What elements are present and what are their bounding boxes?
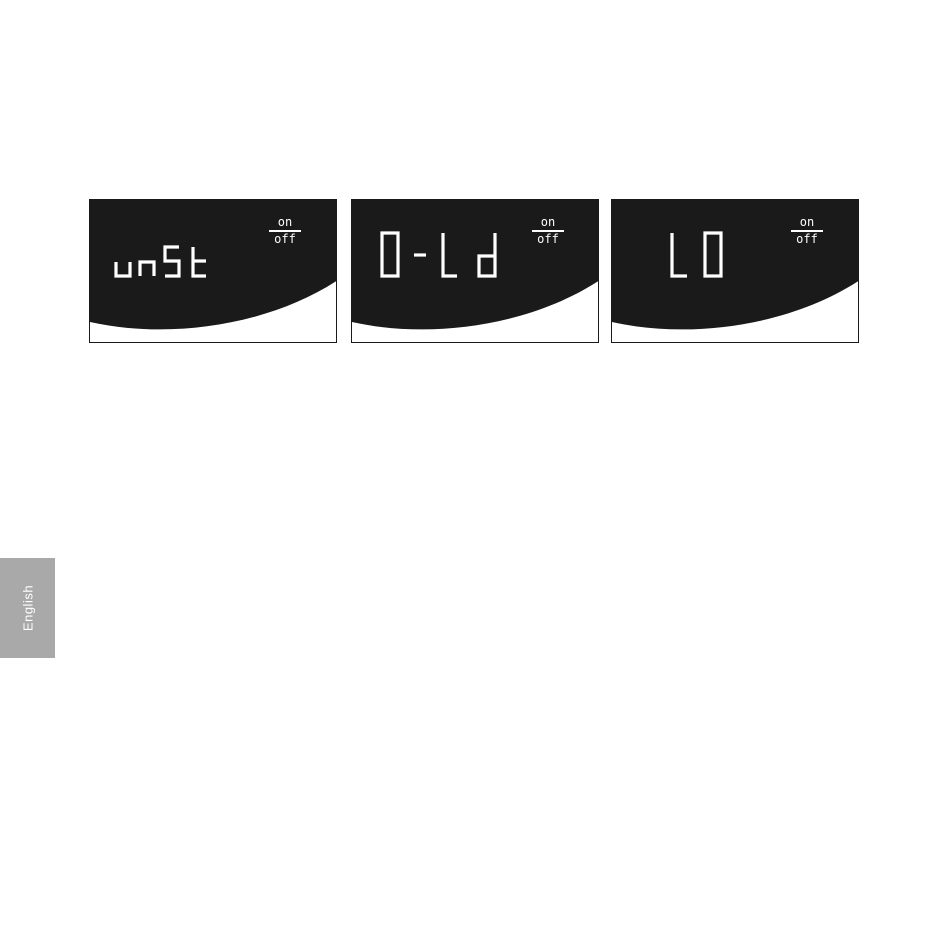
on-label: on xyxy=(268,216,302,230)
language-tab: English xyxy=(0,558,55,658)
display-0-ld: on off xyxy=(351,199,599,343)
on-off-indicator: on off xyxy=(531,216,565,246)
display-l0: on off xyxy=(611,199,859,343)
on-label: on xyxy=(531,216,565,230)
off-label: off xyxy=(531,232,565,246)
on-off-indicator: on off xyxy=(790,216,824,246)
display-unst: on off xyxy=(89,199,337,343)
on-off-indicator: on off xyxy=(268,216,302,246)
off-label: off xyxy=(790,232,824,246)
on-label: on xyxy=(790,216,824,230)
language-label: English xyxy=(20,585,35,631)
off-label: off xyxy=(268,232,302,246)
